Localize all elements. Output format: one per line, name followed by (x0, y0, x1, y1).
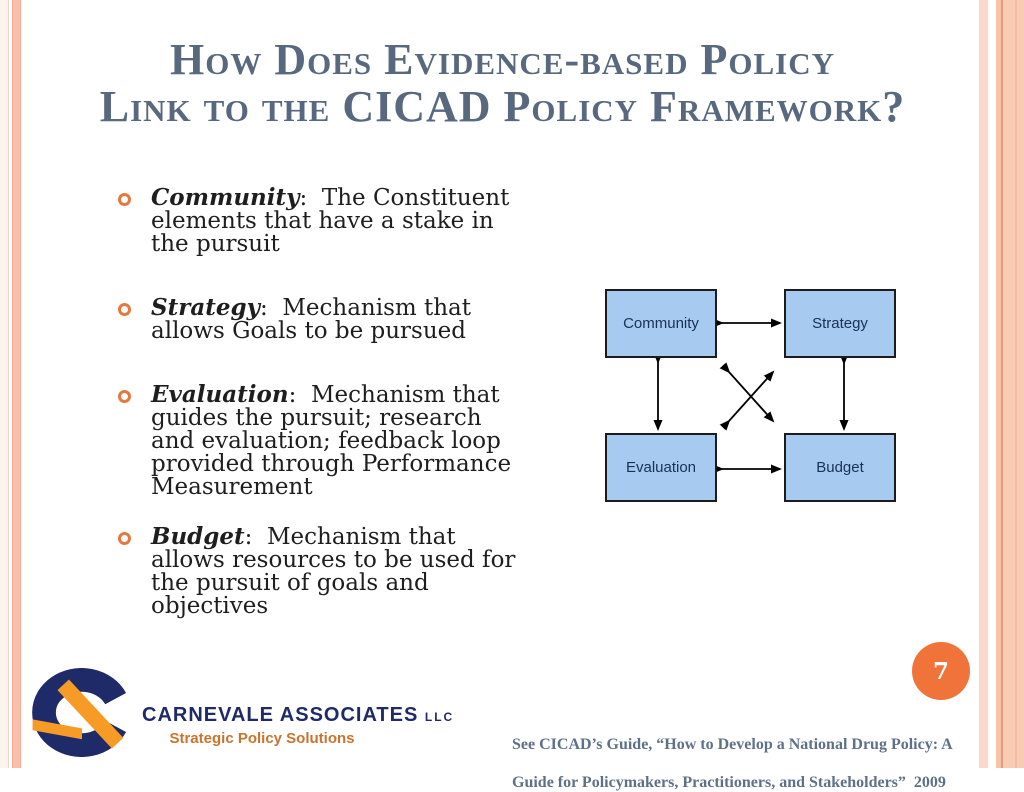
diagram-box-label: Budget (816, 459, 864, 476)
slide-title-line2: Link to the CICAD Policy Framework? (99, 82, 906, 131)
bullet-item-evaluation: Evaluation: Mechanism that guides the pu… (118, 383, 522, 499)
logo-company-name: CARNEVALE ASSOCIATES LLC (142, 704, 452, 727)
diagram-arrows (653, 318, 849, 474)
footnote-line1: See CICAD’s Guide, “How to Develop a Nat… (512, 736, 953, 753)
bullet-item-budget: Budget: Mechanism that allows resources … (118, 525, 522, 618)
bullet-text: Community: The Constituent elements that… (151, 186, 522, 256)
bullet-circle-icon (118, 193, 131, 206)
bullet-circle-icon (118, 303, 131, 316)
slide-title-line1: How Does Evidence-based Policy (170, 35, 835, 84)
diagram-box-budget: Budget (784, 433, 896, 502)
bullet-desc: : Mechanism that allows resources to be … (151, 524, 523, 619)
logo-company-text: CARNEVALE ASSOCIATES (142, 704, 419, 726)
logo-tagline: Strategic Policy Solutions (169, 730, 355, 747)
diagram-box-label: Evaluation (625, 459, 697, 476)
page-number-badge: 7 (912, 642, 970, 700)
diagram-box-label: Community (623, 315, 699, 332)
diagram-box-evaluation: Evaluation (605, 433, 717, 502)
right-peach-border (996, 0, 1024, 768)
bullet-desc: : Mechanism that allows Goals to be purs… (151, 295, 479, 344)
bullet-text: Evaluation: Mechanism that guides the pu… (151, 383, 522, 499)
bullet-desc: : Mechanism that guides the pursuit; res… (151, 382, 519, 500)
bullet-desc: : The Constituent elements that have a s… (151, 185, 517, 257)
bullet-circle-icon (118, 532, 131, 545)
bullet-item-community: Community: The Constituent elements that… (118, 186, 522, 256)
left-cream-border (0, 0, 9, 768)
bullet-text: Budget: Mechanism that allows resources … (151, 525, 522, 618)
arrow-evaluation-strategy (719, 370, 775, 431)
bullet-term: Strategy (151, 294, 260, 321)
left-salmon-stripe (12, 0, 21, 768)
citation-footnote: See CICAD’s Guide, “How to Develop a Nat… (504, 716, 956, 792)
bullet-term: Community (151, 184, 300, 211)
logo-llc-suffix: LLC (424, 710, 455, 724)
diagram-box-strategy: Strategy (784, 289, 896, 358)
diagram-box-label: Strategy (812, 315, 868, 332)
diagram-box-community: Community (605, 289, 717, 358)
logo-ca-mark-icon (32, 668, 127, 757)
bullet-text: Strategy: Mechanism that allows Goals to… (151, 296, 522, 343)
footnote-line2: Guide for Policymakers, Practitioners, a… (512, 774, 946, 791)
right-pink-stripe (979, 0, 988, 768)
bullet-circle-icon (118, 390, 131, 403)
carnevale-associates-logo: CARNEVALE ASSOCIATES LLC Strategic Polic… (30, 668, 452, 758)
bullet-term: Evaluation (151, 381, 289, 408)
bullet-term: Budget (151, 523, 245, 550)
bullet-item-strategy: Strategy: Mechanism that allows Goals to… (118, 296, 522, 343)
slide-title: How Does Evidence-based Policy Link to t… (45, 36, 960, 130)
page-number: 7 (932, 657, 949, 685)
